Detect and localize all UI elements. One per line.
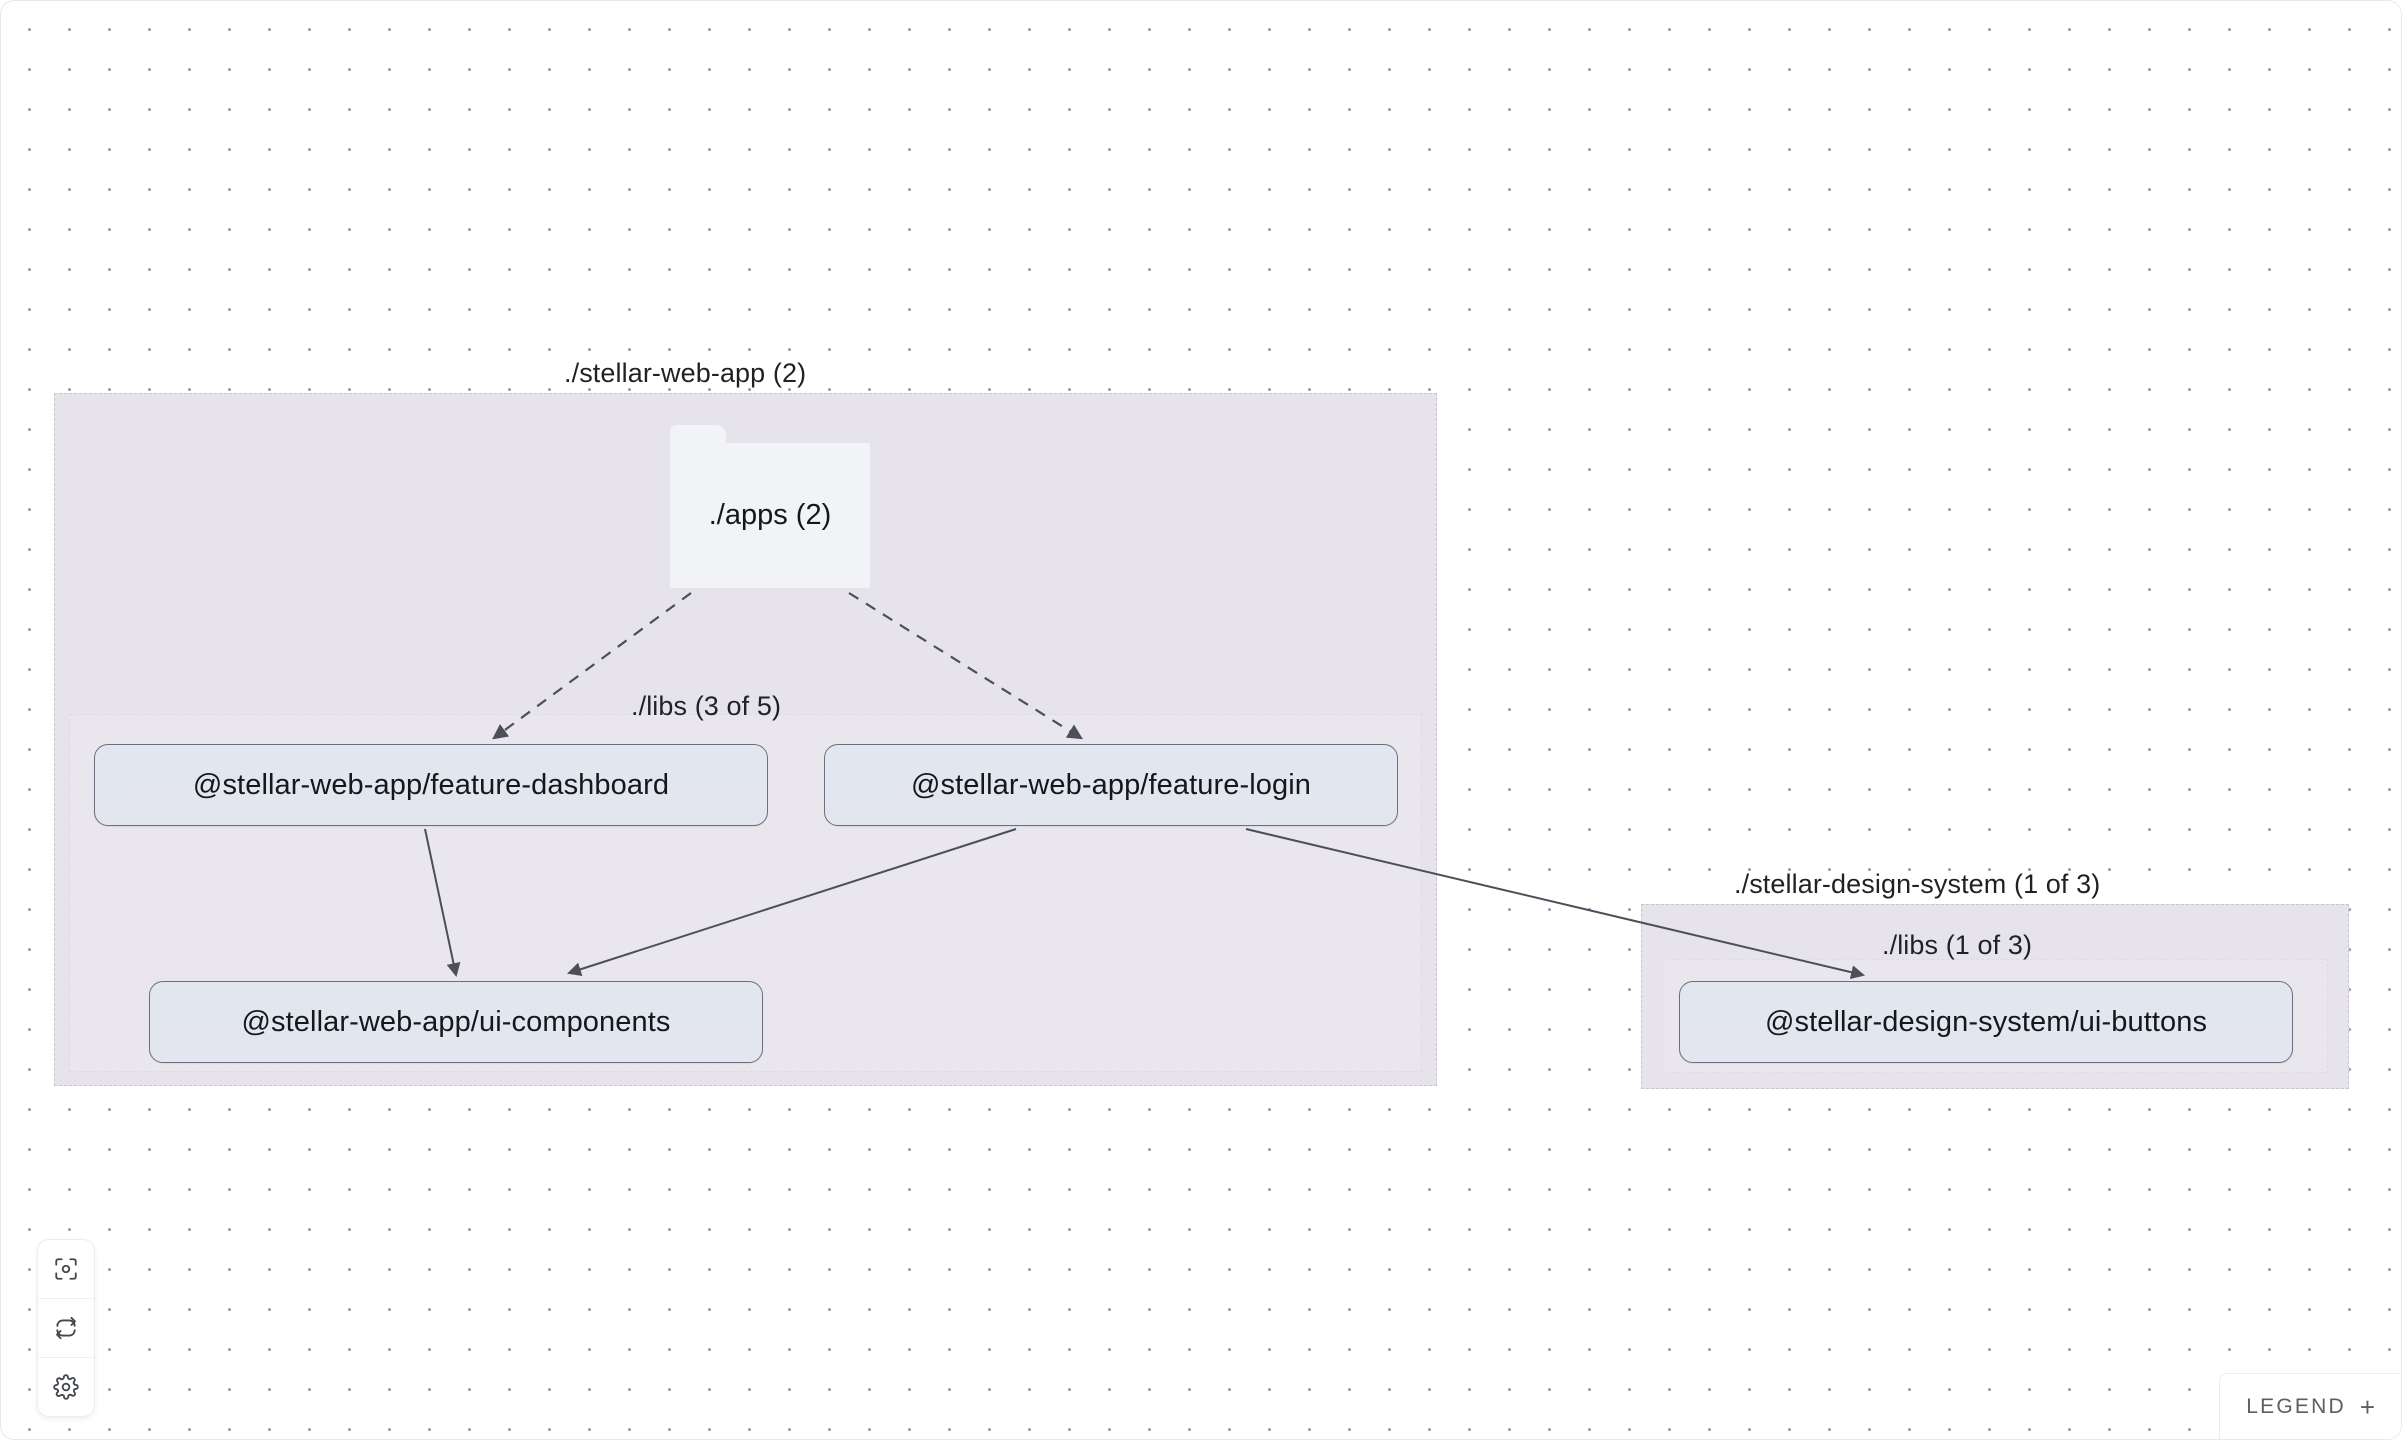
node-label: @stellar-design-system/ui-buttons <box>1764 1005 2208 1038</box>
refresh-button[interactable] <box>38 1299 94 1358</box>
legend-toggle[interactable]: LEGEND + <box>2219 1373 2401 1439</box>
group-label-web-app-libs: ./libs (3 of 5) <box>631 691 782 721</box>
legend-label: LEGEND <box>2246 1394 2346 1418</box>
folder-node-apps[interactable]: ./apps (2) <box>670 425 870 588</box>
plus-icon: + <box>2359 1391 2375 1422</box>
group-label-design-system-libs: ./libs (1 of 3) <box>1882 930 2033 960</box>
refresh-icon <box>53 1315 79 1341</box>
folder-node-label: ./apps (2) <box>708 499 832 531</box>
folder-body: ./apps (2) <box>670 443 870 588</box>
node-label: @stellar-web-app/feature-dashboard <box>192 768 670 801</box>
node-label: @stellar-web-app/ui-components <box>241 1005 671 1038</box>
node-feature-dashboard[interactable]: @stellar-web-app/feature-dashboard <box>94 744 768 826</box>
node-label: @stellar-web-app/feature-login <box>911 768 1311 801</box>
gear-icon <box>53 1374 79 1400</box>
group-label-stellar-design-system: ./stellar-design-system (1 of 3) <box>1734 869 2101 899</box>
folder-tab <box>670 425 726 445</box>
node-ui-buttons[interactable]: @stellar-design-system/ui-buttons <box>1679 981 2293 1063</box>
focus-target-icon <box>53 1256 79 1282</box>
settings-button[interactable] <box>38 1358 94 1416</box>
node-feature-login[interactable]: @stellar-web-app/feature-login <box>824 744 1398 826</box>
focus-graph-button[interactable] <box>38 1240 94 1299</box>
group-label-stellar-web-app: ./stellar-web-app (2) <box>564 358 807 388</box>
node-ui-components[interactable]: @stellar-web-app/ui-components <box>149 981 763 1063</box>
canvas-controls[interactable] <box>37 1239 95 1417</box>
